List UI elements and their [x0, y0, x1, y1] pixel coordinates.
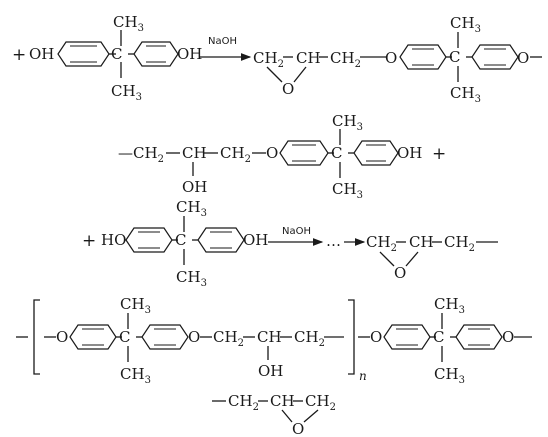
- reaction-arrow: NaOH: [200, 36, 252, 61]
- ether-oxygen: O: [56, 328, 68, 346]
- open-bracket: [33, 299, 40, 375]
- benzene-ring: [279, 140, 329, 166]
- ch2-group: CH2: [294, 328, 325, 349]
- benzene-ring: [197, 227, 245, 253]
- hydroxyl-group: OH: [243, 231, 268, 249]
- ch2-group: CH2: [228, 392, 259, 413]
- epichlorohydrin-unit: CH2 CH CH2 O O: [253, 49, 397, 98]
- methyl-group-bottom: CH3: [450, 84, 481, 105]
- epoxide-oxygen: O: [282, 80, 294, 98]
- hydroxyl-group: OH: [258, 362, 283, 380]
- row1-bisphenol-a: + OH C CH3 CH3 OH: [12, 13, 202, 103]
- hydroxyl-group: OH: [182, 178, 207, 196]
- benzene-ring: [57, 41, 110, 67]
- row2-chain: —CH2 CH CH2 OH O C CH3 CH3 OH +: [118, 112, 446, 201]
- benzene-ring: [399, 44, 447, 70]
- ch2-group: CH2: [220, 144, 251, 165]
- methyl-group-top: CH3: [113, 13, 144, 34]
- row3-bisphenol-a: + HO C CH3 CH3 OH: [82, 198, 268, 289]
- ch-group: CH: [270, 392, 295, 410]
- ether-oxygen: O: [188, 328, 200, 346]
- methyl-group-top: CH3: [120, 295, 151, 316]
- hydroxyl-group: OH: [177, 45, 202, 63]
- plus-sign: +: [82, 231, 96, 251]
- methyl-group-bottom: CH3: [120, 365, 151, 386]
- ellipsis: …: [326, 232, 341, 250]
- bisphenol-a-unit: C CH3 CH3 O: [399, 14, 542, 105]
- plus-sign: +: [12, 45, 26, 65]
- ch2-group: —CH2: [118, 144, 164, 165]
- quaternary-carbon: C: [433, 328, 444, 346]
- quaternary-carbon: C: [449, 48, 460, 66]
- benzene-ring: [455, 324, 503, 350]
- ch2-group: CH2: [253, 49, 284, 70]
- benzene-ring: [125, 227, 173, 253]
- plus-sign: +: [432, 144, 446, 164]
- ether-oxygen: O: [266, 144, 278, 162]
- hydroxyl-group: OH: [397, 144, 422, 162]
- methyl-group-bottom: CH3: [332, 180, 363, 201]
- benzene-ring: [353, 140, 399, 166]
- methyl-group-bottom: CH3: [176, 268, 207, 289]
- epoxide-oxygen: O: [292, 420, 304, 437]
- benzene-ring: [69, 324, 117, 350]
- close-bracket: [348, 299, 355, 375]
- benzene-ring: [141, 324, 189, 350]
- ch2-group: CH2: [330, 49, 361, 70]
- ch-group: CH: [257, 328, 282, 346]
- quaternary-carbon: C: [175, 231, 186, 249]
- benzene-ring: [471, 44, 519, 70]
- ch2-group: CH2: [213, 328, 244, 349]
- ether-oxygen: O: [370, 328, 382, 346]
- quaternary-carbon: C: [111, 45, 122, 63]
- ether-oxygen: O: [502, 328, 514, 346]
- methyl-group-bottom: CH3: [111, 82, 142, 103]
- ether-oxygen: O: [385, 49, 397, 67]
- ether-oxygen: O: [517, 49, 529, 67]
- ch-group: CH: [409, 233, 434, 251]
- methyl-group-top: CH3: [332, 112, 363, 133]
- quaternary-carbon: C: [119, 328, 130, 346]
- methyl-group-top: CH3: [176, 198, 207, 219]
- row5-glycidyl-end: CH2 CH CH2 O: [212, 392, 336, 437]
- methyl-group-top: CH3: [434, 295, 465, 316]
- methyl-group-top: CH3: [450, 14, 481, 35]
- ch2-group: CH2: [366, 233, 397, 254]
- benzene-ring: [383, 324, 431, 350]
- epoxide-oxygen: O: [394, 264, 406, 282]
- benzene-ring: [133, 41, 179, 67]
- hydroxyl-group: OH: [29, 45, 54, 63]
- glycidyl-end-group: CH2 CH CH2 O: [366, 233, 498, 282]
- reagent-label: NaOH: [208, 36, 237, 47]
- ch2-group: CH2: [305, 392, 336, 413]
- quaternary-carbon: C: [331, 144, 342, 162]
- repeat-count: n: [359, 369, 367, 383]
- ch-group: CH: [296, 49, 321, 67]
- reagent-label: NaOH: [282, 226, 311, 237]
- methyl-group-bottom: CH3: [434, 365, 465, 386]
- hydroxyl-group: HO: [101, 231, 126, 249]
- ch2-group: CH2: [444, 233, 475, 254]
- reaction-arrow: NaOH …: [268, 226, 366, 250]
- row4-repeat-unit: O C CH3 CH3 O CH2 CH CH2 OH n O: [16, 295, 532, 386]
- ch-group: CH: [182, 144, 207, 162]
